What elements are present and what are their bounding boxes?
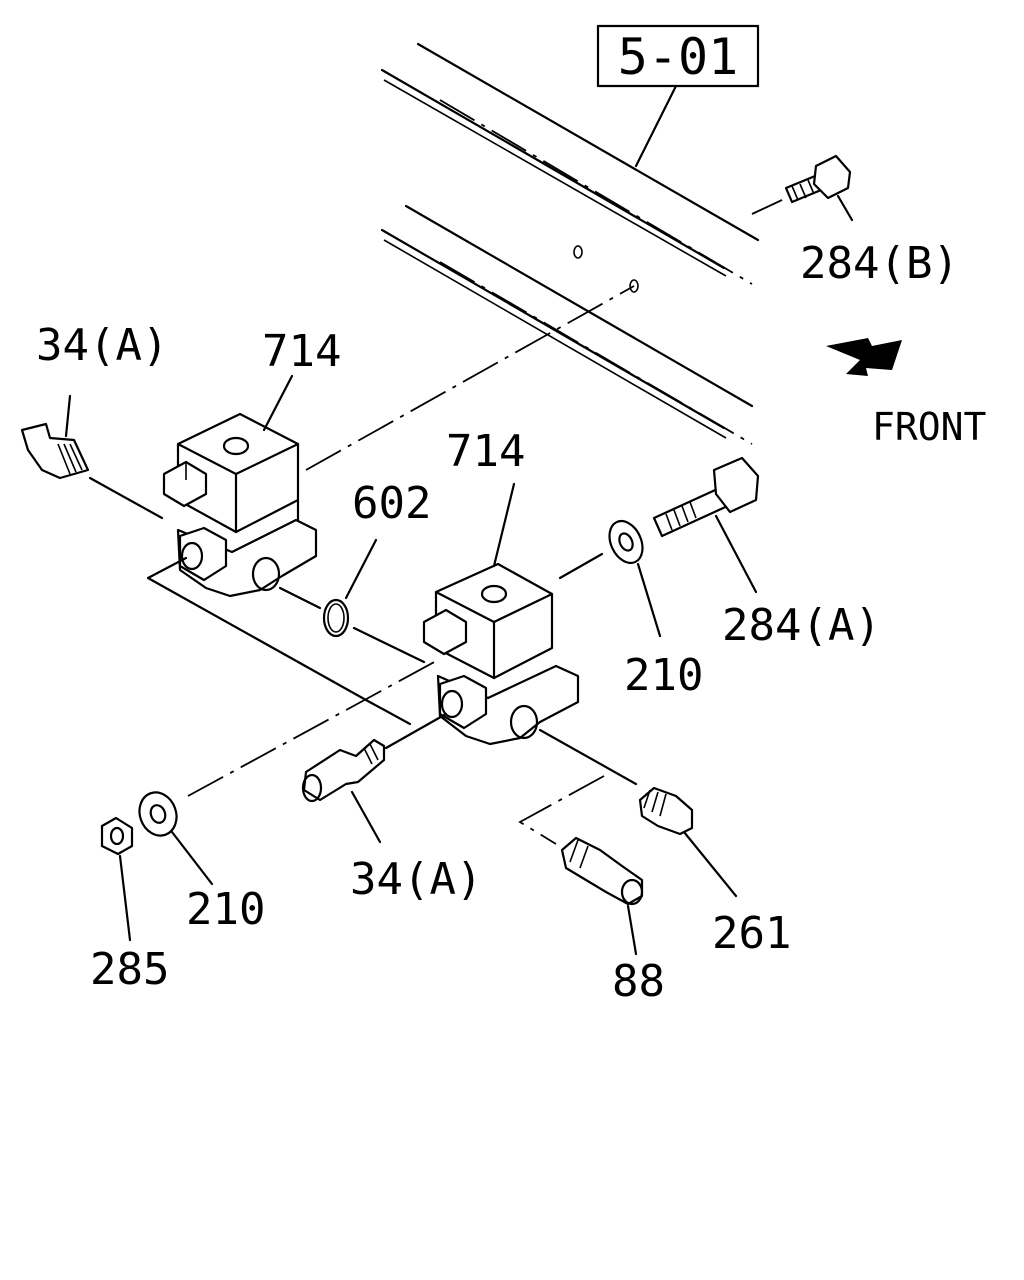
label-210-right[interactable]: 210 bbox=[624, 650, 703, 701]
label-34a-bottom[interactable]: 34(A) bbox=[350, 854, 482, 905]
label-284b[interactable]: 284(B) bbox=[800, 238, 959, 289]
label-261[interactable]: 261 bbox=[712, 908, 791, 959]
label-88[interactable]: 88 bbox=[612, 956, 665, 1007]
nut-285 bbox=[100, 816, 134, 942]
bolt-284a bbox=[652, 456, 760, 594]
fitting-88 bbox=[560, 836, 644, 956]
reference-box[interactable]: 5-01 bbox=[596, 24, 760, 168]
arrow-icon bbox=[826, 338, 902, 376]
label-714-right[interactable]: 714 bbox=[446, 426, 525, 477]
solenoid-valve-left bbox=[162, 412, 318, 598]
washer-210-left bbox=[138, 791, 214, 886]
oring-602 bbox=[278, 538, 426, 664]
fitting-34a-bottom bbox=[301, 738, 386, 844]
frame-rail bbox=[380, 42, 760, 445]
label-284a[interactable]: 284(A) bbox=[722, 600, 881, 651]
bolt-284b bbox=[751, 154, 854, 222]
label-285[interactable]: 285 bbox=[90, 944, 169, 995]
front-label: FRONT bbox=[872, 405, 986, 449]
washer-210-right bbox=[608, 519, 662, 638]
plug-261 bbox=[638, 786, 738, 898]
fitting-34a-top bbox=[20, 394, 164, 520]
label-602[interactable]: 602 bbox=[352, 478, 431, 529]
solenoid-valve-right bbox=[422, 562, 580, 746]
label-714-left[interactable]: 714 bbox=[262, 326, 341, 377]
label-34a-top[interactable]: 34(A) bbox=[36, 320, 168, 371]
label-210-left[interactable]: 210 bbox=[186, 884, 265, 935]
reference-label: 5-01 bbox=[618, 28, 738, 86]
